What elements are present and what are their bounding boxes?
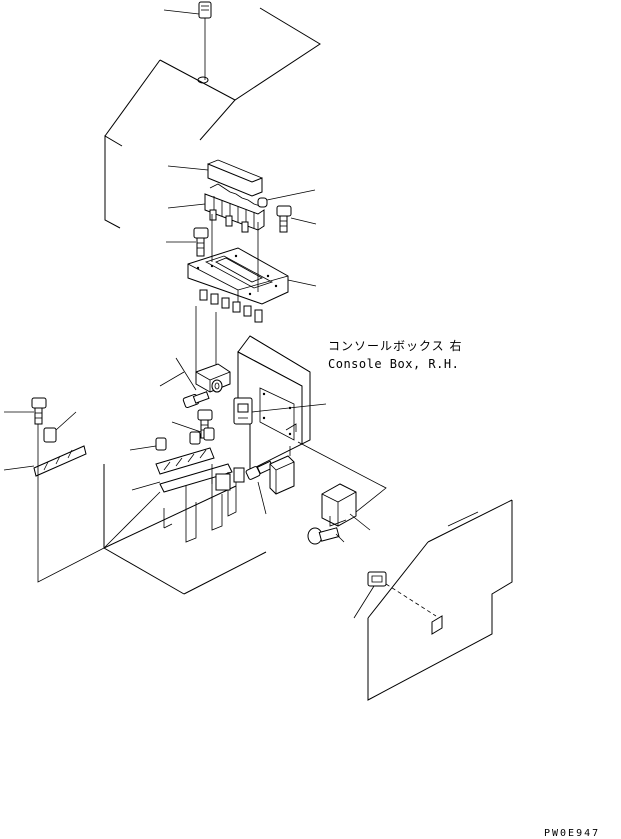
leader-line <box>288 280 316 286</box>
leader-line <box>267 190 315 200</box>
leader-line <box>258 482 266 514</box>
top-switch-part <box>199 2 211 80</box>
leader-line <box>132 482 160 490</box>
leader-line <box>336 534 344 542</box>
bolt-lower-right <box>308 528 339 544</box>
leader-line <box>291 218 316 224</box>
drawing-code: PW0E947 <box>544 828 600 839</box>
console-relay <box>234 398 252 424</box>
leader-line <box>172 422 201 432</box>
leader-line <box>4 466 34 470</box>
relay-module <box>270 456 294 494</box>
console-box-label-jp: コンソールボックス 右 <box>328 338 462 353</box>
leader-line <box>130 446 156 450</box>
panel-switch <box>368 572 386 586</box>
lower-shelf-panel <box>104 464 266 594</box>
leader-line <box>354 586 374 618</box>
bolt-left-upper <box>194 228 208 256</box>
leader-line <box>350 514 370 530</box>
fuse-part <box>258 198 267 207</box>
left-clip <box>44 428 56 442</box>
large-relay <box>322 484 356 526</box>
leader-line <box>56 412 76 430</box>
leader-line <box>252 404 326 412</box>
bolt-washer-set <box>183 380 222 408</box>
left-harness-line <box>38 424 104 582</box>
upper-cover-panel <box>105 8 320 228</box>
fuse-box-cover <box>208 160 262 196</box>
leader-line <box>168 204 205 208</box>
left-bracket-strip <box>34 446 86 476</box>
leader-line <box>176 358 196 390</box>
mounting-bracket-plate <box>188 248 288 322</box>
console-box-label-en: Console Box, R.H. <box>328 357 459 371</box>
left-bolt <box>32 398 46 424</box>
connector-pieces <box>216 468 244 490</box>
dashed-guide-line <box>386 584 436 616</box>
leader-line <box>160 372 184 386</box>
harness-bracket <box>104 464 236 548</box>
wire-line <box>298 442 386 512</box>
bolt-right-upper <box>277 206 291 232</box>
right-side-panel <box>368 500 512 700</box>
leader-line <box>168 166 208 170</box>
clip-strip-bracket <box>156 428 214 474</box>
fuse-block <box>205 184 264 232</box>
leader-line <box>164 10 199 14</box>
